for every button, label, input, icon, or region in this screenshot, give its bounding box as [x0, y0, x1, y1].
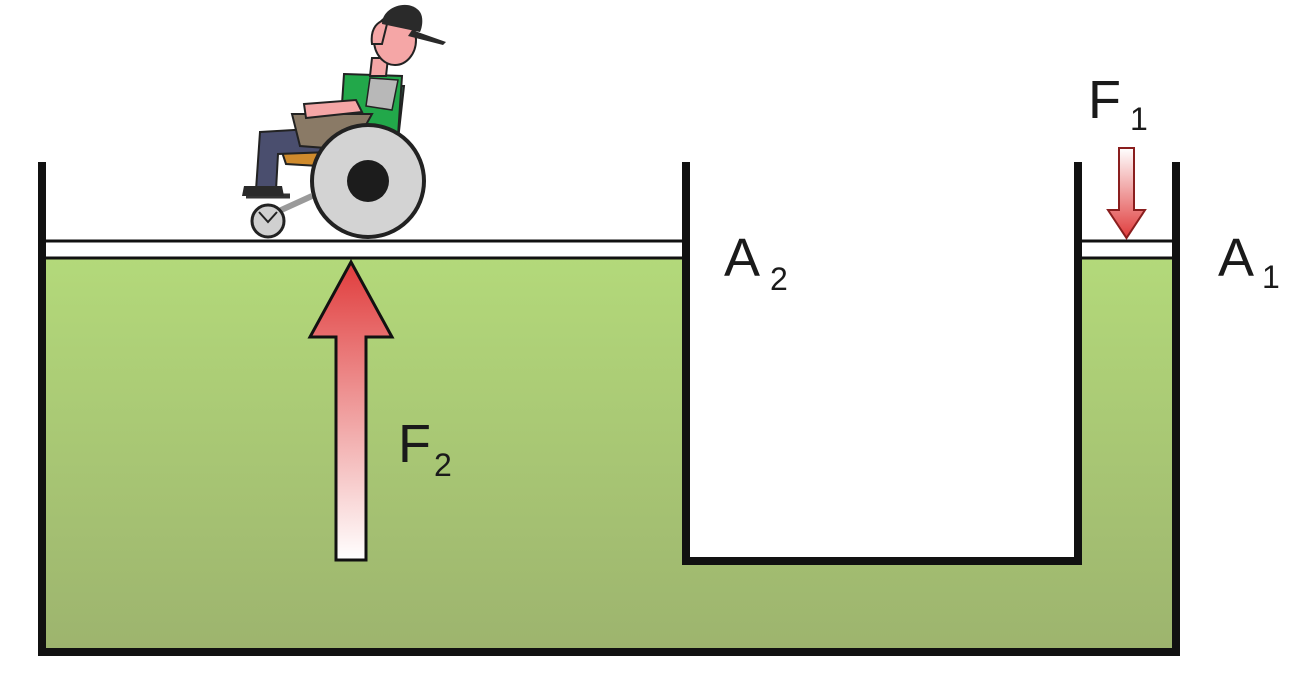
label-f1-letter: F — [1088, 70, 1121, 130]
hydraulic-fluid — [44, 258, 1174, 650]
label-f2-letter: F — [398, 414, 431, 474]
label-a2: A 2 — [724, 228, 788, 297]
label-f2: F 2 — [398, 414, 452, 483]
label-a2-letter: A — [724, 228, 760, 288]
label-f1-subscript: 1 — [1130, 101, 1148, 137]
label-a1-subscript: 1 — [1262, 259, 1280, 295]
container-walls — [38, 162, 1180, 656]
label-f1: F 1 — [1088, 70, 1148, 137]
force-arrow-f1 — [1106, 147, 1147, 240]
label-a2-subscript: 2 — [770, 261, 788, 297]
small-piston — [1076, 239, 1176, 260]
wheelchair-user-icon — [242, 4, 446, 239]
label-a1: A 1 — [1218, 228, 1280, 295]
large-piston — [42, 239, 688, 260]
label-f2-subscript: 2 — [434, 447, 452, 483]
force-arrow-f2 — [307, 258, 395, 562]
label-a1-letter: A — [1218, 228, 1254, 288]
